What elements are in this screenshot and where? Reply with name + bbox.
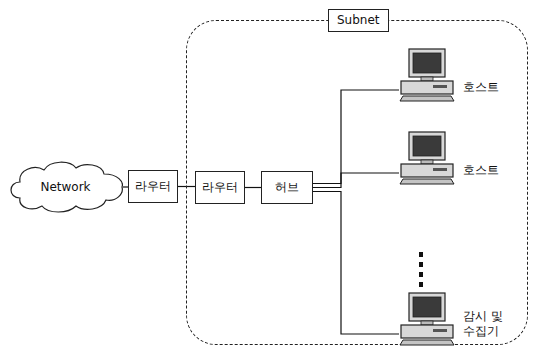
system-case [401,81,453,94]
network-link [245,187,261,188]
monitor-stand [421,321,433,325]
keyboard [400,96,454,101]
dot [419,272,423,277]
screen [413,136,441,156]
monitor [409,49,445,77]
system-case [401,164,453,177]
cloud-shape [11,162,122,212]
computer-icon [399,291,455,347]
network-link [313,173,399,188]
dot [419,262,423,267]
host-label: 호스트 [463,163,499,178]
drive-slot [433,85,447,88]
device-box: 허브 [261,171,313,204]
keyboard [400,179,454,184]
dot [419,282,423,287]
drive-slot [433,329,447,332]
node-label: 라우터 [135,179,171,194]
host-label: 감시 및 수집기 [463,309,515,339]
device-box: 라우터 [128,170,178,203]
dot [419,252,423,257]
network-cloud: Network [8,158,123,216]
monitor [409,132,445,160]
node-label: 라우터 [202,180,238,195]
system-case [401,325,453,338]
drive-slot [433,168,447,171]
host-computer: 호스트 [399,43,524,103]
subnet-region: Subnet라우터허브호스트호스트감시 및 수집기 [186,20,528,345]
host-computer: 감시 및 수집기 [399,285,524,347]
keyboard [400,340,454,345]
device-box: 라우터 [195,171,245,204]
computer-icon [399,47,455,103]
subnet-tag: Subnet [328,9,389,32]
region-label: Subnet [337,13,380,27]
host-computer: 호스트 [399,126,524,186]
node-label: Network [40,180,90,195]
host-label: 호스트 [463,80,499,95]
monitor [409,293,445,321]
monitor-stand [421,160,433,164]
screen [413,53,441,73]
screen [413,297,441,317]
node-label: 허브 [275,180,299,195]
network-link [313,90,399,184]
computer-icon [399,130,455,186]
network-link [313,192,399,335]
